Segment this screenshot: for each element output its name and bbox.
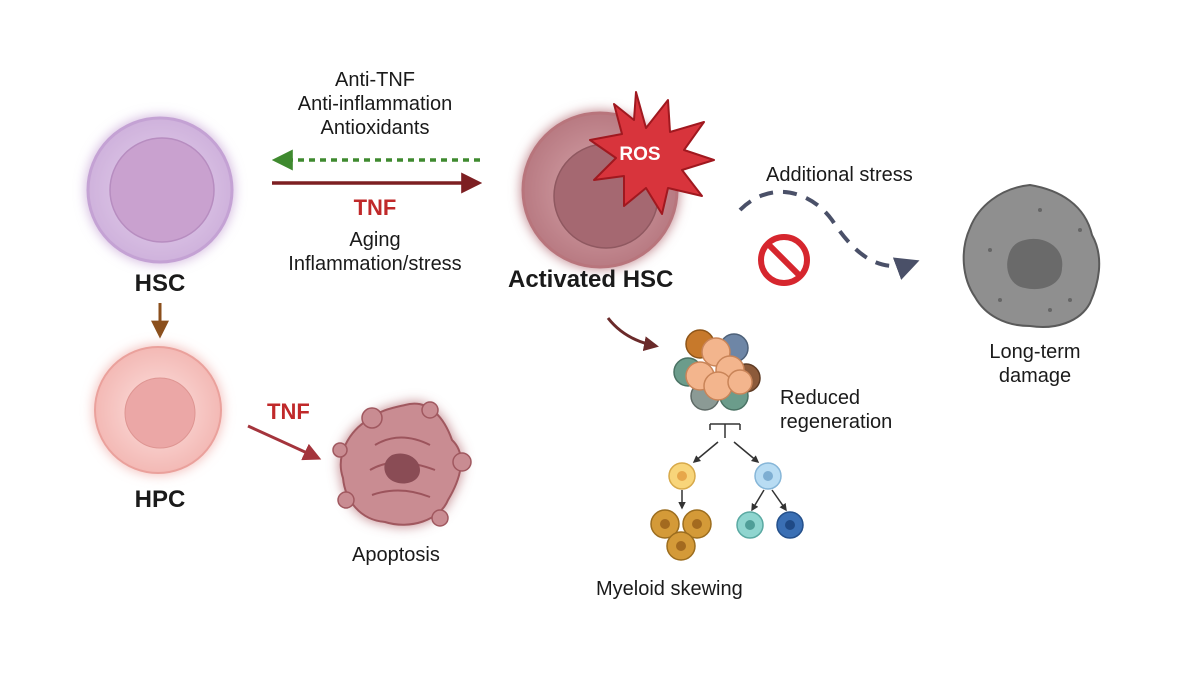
lymphoid-cells (736, 511, 804, 539)
driver-list: Aging Inflammation/stress (260, 228, 490, 276)
driver-aging: Aging (349, 229, 401, 251)
myeloid-progenitor (668, 462, 696, 490)
cell-cluster-icon (673, 329, 761, 411)
long-term-damage-label: Long-term damage (960, 340, 1110, 388)
inhibitor-list: Anti-TNF Anti-inflammation Antioxidants (270, 68, 480, 140)
hpc-cell (94, 346, 222, 474)
activated-to-cluster-arrow (606, 317, 659, 352)
driver-inflammation-stress: Inflammation/stress (288, 253, 462, 275)
inhibitor-anti-inflammation: Anti-inflammation (297, 93, 453, 115)
activated-hsc-label: Activated HSC (508, 266, 674, 293)
hpc-label: HPC (134, 486, 186, 513)
lineage-tree (678, 423, 787, 512)
reduced-line: Reduced (780, 387, 861, 409)
myeloid-cells (650, 509, 712, 561)
long-term-line: Long-term (989, 341, 1081, 363)
additional-stress-path (738, 190, 920, 280)
additional-stress-label: Additional stress (766, 164, 913, 186)
no-entry-icon (758, 234, 810, 286)
apoptosis-label: Apoptosis (352, 544, 440, 566)
reduced-regeneration-label: Reduced regeneration (780, 386, 892, 434)
damage-line: damage (998, 365, 1072, 387)
regeneration-line: regeneration (780, 411, 893, 433)
tnf-top-label: TNF (353, 195, 397, 220)
hsc-label: HSC (134, 270, 186, 297)
tnf-apoptosis-arrow (247, 424, 322, 461)
lymphoid-progenitor (754, 462, 782, 490)
ros-label: ROS (619, 144, 660, 165)
damaged-cell (962, 183, 1101, 328)
apoptotic-cell (332, 401, 472, 527)
myeloid-skewing-label: Myeloid skewing (596, 578, 743, 600)
inhibitor-antioxidants: Antioxidants (320, 117, 430, 139)
tnf-bottom-label: TNF (267, 399, 310, 424)
hsc-cell (86, 116, 234, 264)
inhibitor-anti-tnf: Anti-TNF (335, 69, 415, 91)
ros-burst-icon (589, 91, 715, 215)
